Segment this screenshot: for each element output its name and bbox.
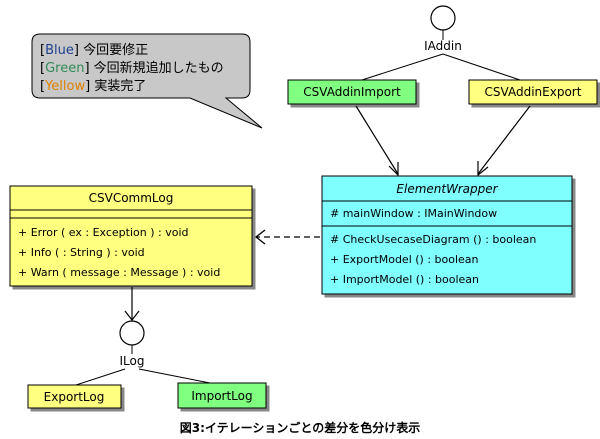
iaddin-label: IAddin: [424, 39, 462, 53]
element-wrapper-op-import: + ImportModel () : boolean: [330, 273, 479, 286]
ilog-arrow: [124, 287, 140, 321]
dashed-dependency-arrow: [254, 229, 320, 245]
ilog-interface: ILog: [75, 320, 211, 386]
legend-blue-line: [Blue] 今回要修正: [40, 42, 148, 58]
legend-green-line: [Green] 今回新規追加したもの: [40, 60, 224, 76]
csv-comm-log-op-error: + Error ( ex : Exception ) : void: [18, 226, 189, 239]
element-wrapper-op-check: # CheckUsecaseDiagram () : boolean: [330, 233, 536, 246]
iaddin-interface: IAddin: [361, 5, 521, 81]
import-log-name: ImportLog: [191, 389, 252, 403]
element-wrapper-class[interactable]: ElementWrapper # mainWindow : IMainWindo…: [321, 175, 573, 295]
element-wrapper-name: ElementWrapper: [396, 182, 498, 196]
csv-comm-log-op-warn: + Warn ( message : Message ) : void: [18, 266, 220, 279]
ilog-label: ILog: [120, 354, 145, 368]
csv-addin-export-class[interactable]: CSVAddinExport: [468, 79, 598, 105]
iaddin-circle-icon: [430, 5, 456, 31]
export-log-name: ExportLog: [44, 390, 105, 404]
csv-addin-import-name: CSVAddinImport: [303, 85, 401, 99]
csv-addin-import-class[interactable]: CSVAddinImport: [287, 79, 417, 105]
ilog-circle-icon: [119, 320, 145, 346]
legend-yellow-line: [Yellow] 実装完了: [40, 78, 146, 94]
import-log-class[interactable]: ImportLog: [177, 382, 267, 409]
csv-comm-log-name: CSVCommLog: [89, 191, 174, 205]
csv-comm-log-class[interactable]: CSVCommLog + Error ( ex : Exception ) : …: [9, 185, 253, 287]
csv-comm-log-op-info: + Info ( : String ) : void: [18, 246, 145, 259]
legend-callout: [Blue] 今回要修正 [Green] 今回新規追加したもの [Yellow]…: [31, 33, 263, 129]
element-wrapper-attribute: # mainWindow : IMainWindow: [330, 207, 497, 220]
element-wrapper-op-export: + ExportModel () : boolean: [330, 253, 479, 266]
dependency-arrows: [355, 105, 531, 177]
csv-addin-export-name: CSVAddinExport: [485, 85, 582, 99]
export-log-class[interactable]: ExportLog: [27, 384, 122, 409]
figure-caption: 図3:イテレーションごとの差分を色分け表示: [180, 420, 421, 435]
